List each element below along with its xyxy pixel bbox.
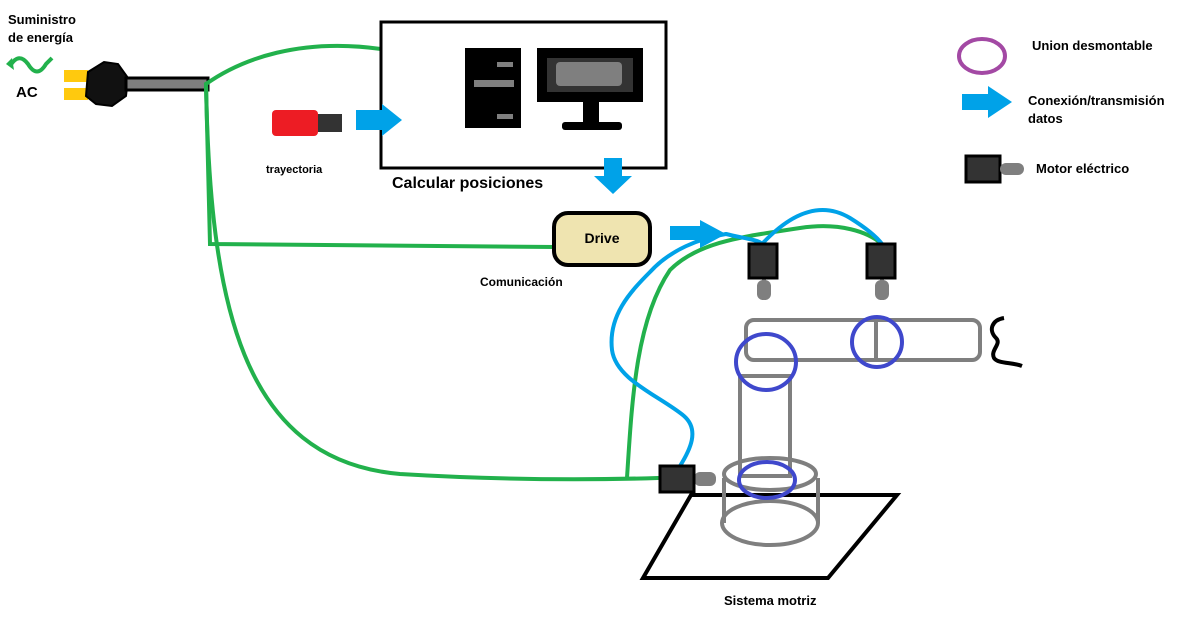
joint-ring-base (737, 460, 797, 500)
drive-label: Drive (584, 230, 619, 246)
ac-wave-icon (8, 56, 54, 74)
usb-body-icon (272, 110, 318, 136)
data-wire-arm-motors (724, 208, 884, 248)
data-wiring (609, 208, 884, 468)
drive-block: Drive Comunicación (480, 211, 652, 289)
data-arrow-drive-out (670, 220, 726, 248)
motor-icon (865, 242, 897, 280)
robot-vertical-link (738, 374, 792, 478)
pc-tower-icon (465, 48, 521, 128)
base-motor-shaft (694, 472, 716, 486)
power-source: Suministro de energía AC (6, 12, 210, 108)
power-wire-computer (204, 43, 390, 86)
legend-motor-icon (964, 154, 1002, 184)
legend-joint-label: Union desmontable (1032, 38, 1153, 53)
legend-joint-icon (957, 37, 1007, 75)
robot-base-top (722, 456, 818, 492)
legend: Union desmontable Conexión/transmisión d… (957, 37, 1165, 184)
robot-arm: Sistema motriz (639, 242, 1023, 608)
detachable-joints (734, 315, 904, 500)
plug-prong-bottom (64, 88, 88, 100)
joint-ring-shoulder (734, 332, 798, 392)
power-wire-base-motor (204, 82, 660, 482)
legend-data-label-line2: datos (1028, 111, 1063, 126)
robot-caption: Sistema motriz (724, 593, 817, 608)
legend-motor-label: Motor eléctrico (1036, 161, 1129, 176)
supply-label-line2: de energía (8, 30, 74, 45)
ac-wave-arrow-icon (6, 58, 14, 70)
trajectory-usb: trayectoria (266, 110, 342, 176)
legend-motor-shaft (1000, 163, 1024, 175)
motor-icon (747, 242, 779, 280)
arm-motor-1-shaft (757, 280, 771, 300)
monitor-icon (537, 48, 643, 130)
robot-platform (639, 493, 902, 580)
trajectory-caption: trayectoria (266, 164, 323, 176)
usb-connector-icon (318, 114, 342, 132)
legend-data-arrow-icon (962, 86, 1012, 118)
data-wire-base-motor (609, 232, 728, 468)
computer-caption: Calcular posiciones (392, 175, 543, 192)
gripper-icon (989, 316, 1023, 368)
computer-box: Calcular posiciones (379, 20, 668, 192)
data-arrow-computer-to-drive (594, 158, 632, 194)
power-cable (124, 76, 210, 92)
plug-prong-top (64, 70, 88, 82)
joint-ring-elbow (850, 315, 904, 369)
power-plug-icon (84, 60, 130, 108)
drive-box (552, 211, 652, 267)
drive-caption: Comunicación (480, 275, 563, 289)
motor-icon (658, 464, 696, 494)
supply-label-line1: Suministro (8, 12, 76, 27)
data-arrow-usb-to-computer (356, 104, 402, 136)
data-arrows (356, 104, 726, 248)
arm-motor-2-shaft (875, 280, 889, 300)
legend-data-label-line1: Conexión/transmisión (1028, 93, 1165, 108)
ac-label: AC (16, 84, 38, 101)
